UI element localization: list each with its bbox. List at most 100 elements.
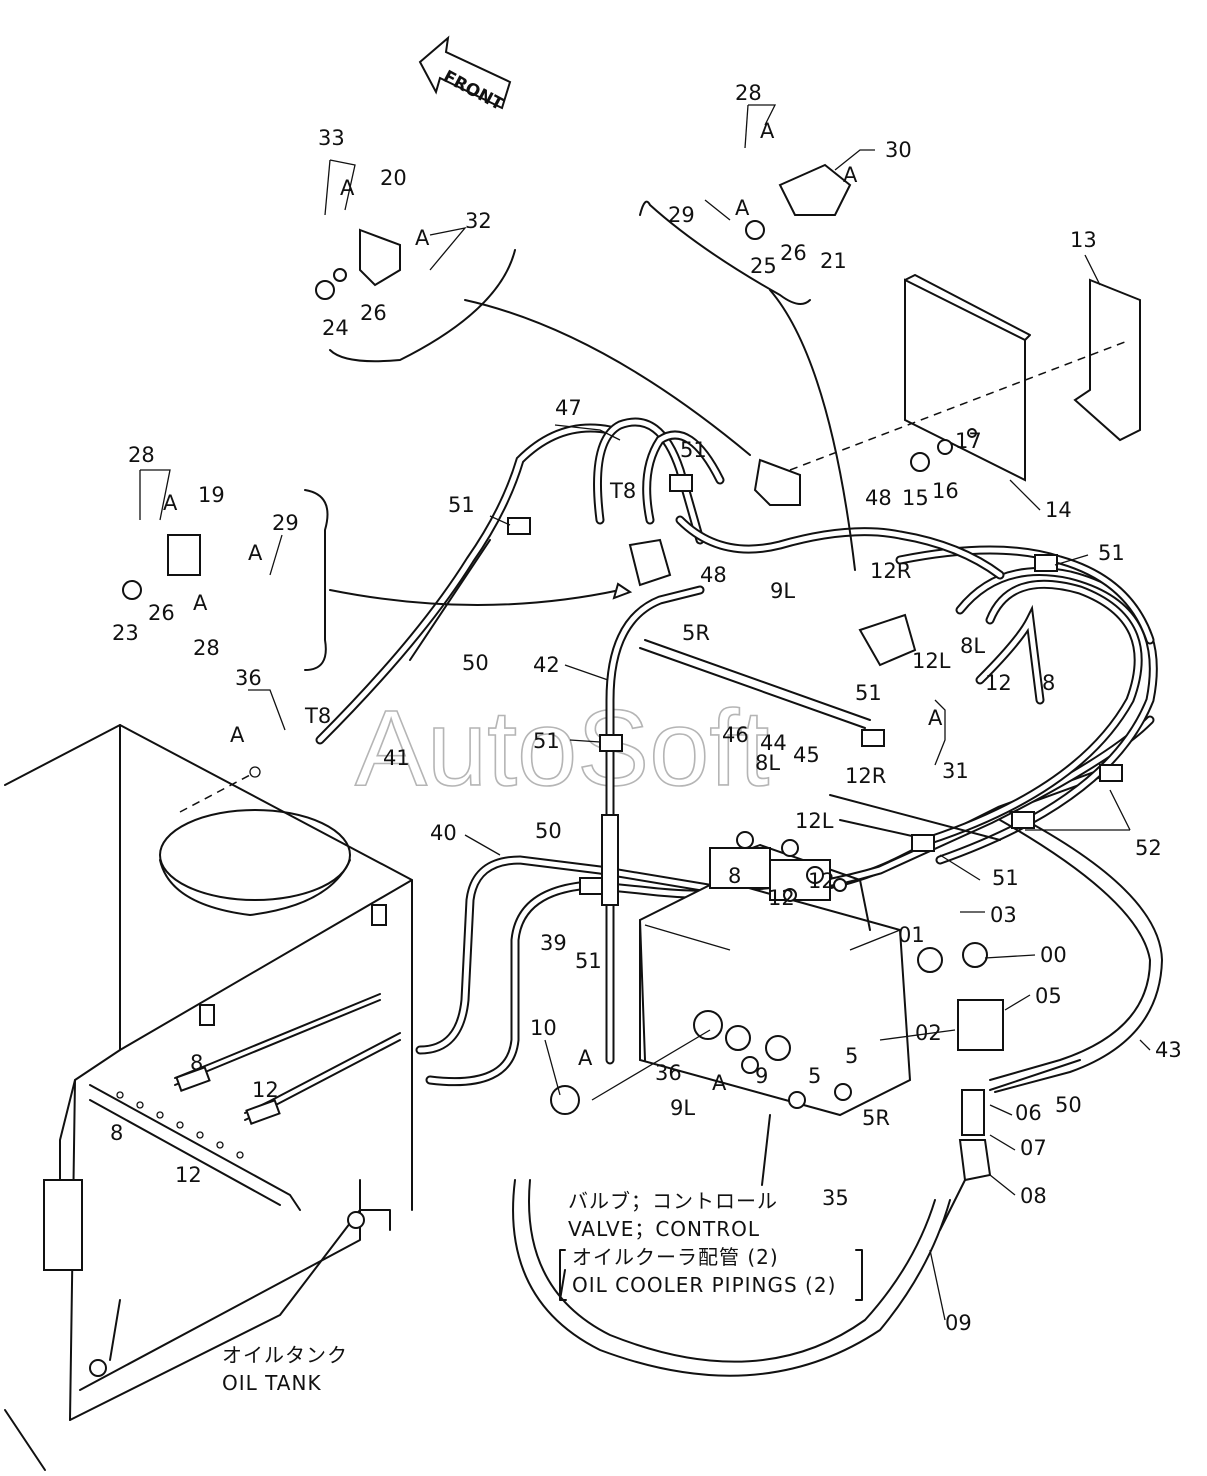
callout-36: 36 (655, 1061, 682, 1085)
callout-24: 24 (322, 316, 349, 340)
callout-26: 26 (780, 241, 807, 265)
callout-26: 26 (148, 601, 175, 625)
tank-caption-en: OIL TANK (222, 1371, 322, 1395)
leader-lines (139, 104, 1151, 1321)
callout-45: 45 (793, 743, 820, 767)
callout-5: 5 (845, 1044, 858, 1068)
callout-43: 43 (1155, 1038, 1182, 1062)
callout-05: 05 (1035, 984, 1062, 1008)
detail-outlines (304, 200, 966, 1301)
callout-46: 46 (722, 723, 749, 747)
callout-51: 51 (533, 729, 560, 753)
callout-08: 08 (1020, 1184, 1047, 1208)
oil-tank (4, 724, 413, 1471)
callout-9: 9 (755, 1064, 768, 1088)
callout-48: 48 (700, 563, 727, 587)
callout-30: 30 (885, 138, 912, 162)
callout-5r: 5R (682, 621, 710, 645)
spiral-guard (409, 539, 1081, 1091)
callout-25: 25 (750, 254, 777, 278)
callout-a: A (760, 119, 775, 143)
callout-06: 06 (1015, 1101, 1042, 1125)
callout-12: 12 (768, 886, 795, 910)
callout-29: 29 (668, 203, 695, 227)
callout-12r: 12R (845, 764, 886, 788)
callout-02: 02 (915, 1021, 942, 1045)
callout-8: 8 (1042, 671, 1055, 695)
callout-9l: 9L (670, 1096, 695, 1120)
callout-35: 35 (822, 1186, 849, 1210)
callout-a: A (163, 491, 178, 515)
watermark: AutoSoft (355, 687, 769, 808)
callout-51: 51 (448, 493, 475, 517)
callout-19: 19 (198, 483, 225, 507)
callout-a: A (843, 163, 858, 187)
callout-12l: 12L (912, 649, 951, 673)
callout-12: 12 (985, 671, 1012, 695)
callout-32: 32 (465, 209, 492, 233)
callout-5r: 5R (862, 1106, 890, 1130)
callout-39: 39 (540, 931, 567, 955)
callout-8: 8 (728, 864, 741, 888)
callout-28: 28 (193, 636, 220, 660)
callout-51: 51 (992, 866, 1019, 890)
callout-41: 41 (383, 746, 410, 770)
callout-t8: T8 (609, 479, 636, 503)
clamps (507, 474, 1123, 895)
callout-9l: 9L (770, 579, 795, 603)
callout-12: 12 (808, 869, 835, 893)
callout-a: A (230, 723, 245, 747)
callout-8l: 8L (960, 634, 985, 658)
captions: バルブ；コントロール VALVE；CONTROL オイルクーラ配管 (2) OI… (222, 1189, 836, 1395)
callout-8l: 8L (755, 751, 780, 775)
callout-labels: 28 A 30 A 29 A 26 25 21 33 A 20 A 32 24 … (110, 81, 1182, 1335)
callout-8: 8 (190, 1051, 203, 1075)
valve-caption-jp: バルブ；コントロール (568, 1189, 778, 1213)
callout-51: 51 (575, 949, 602, 973)
callout-28: 28 (735, 81, 762, 105)
callout-10: 10 (530, 1016, 557, 1040)
callout-12r: 12R (870, 559, 911, 583)
tank-fittings (174, 766, 401, 1125)
callout-51: 51 (855, 681, 882, 705)
callout-33: 33 (318, 126, 345, 150)
manifold-blocks (122, 163, 1004, 1182)
callout-50: 50 (535, 819, 562, 843)
callout-17: 17 (955, 429, 982, 453)
bracket-plates (789, 274, 1141, 482)
callout-a: A (248, 541, 263, 565)
callout-48: 48 (865, 486, 892, 510)
callout-51: 51 (680, 438, 707, 462)
callout-50: 50 (1055, 1093, 1082, 1117)
callout-51: 51 (1098, 541, 1125, 565)
callout-44: 44 (760, 731, 787, 755)
callout-00: 00 (1040, 943, 1067, 967)
callout-26: 26 (360, 301, 387, 325)
callout-42: 42 (533, 653, 560, 677)
hose-network (315, 417, 1163, 1377)
callout-23: 23 (112, 621, 139, 645)
callout-12: 12 (175, 1163, 202, 1187)
callout-28: 28 (128, 443, 155, 467)
callout-03: 03 (990, 903, 1017, 927)
tank-caption-jp: オイルタンク (222, 1343, 348, 1367)
callout-20: 20 (380, 166, 407, 190)
piping-caption-en: OIL COOLER PIPINGS (2) (572, 1273, 836, 1297)
callout-a: A (712, 1071, 727, 1095)
callout-t8: T8 (304, 704, 331, 728)
callout-13: 13 (1070, 228, 1097, 252)
callout-14: 14 (1045, 498, 1072, 522)
front-arrow: FRONT (418, 35, 512, 115)
callout-47: 47 (555, 396, 582, 420)
callout-a: A (193, 591, 208, 615)
callout-12: 12 (252, 1078, 279, 1102)
piping-caption-jp: オイルクーラ配管 (2) (572, 1245, 779, 1269)
callout-01: 01 (898, 923, 925, 947)
callout-12l: 12L (795, 809, 834, 833)
callout-8: 8 (110, 1121, 123, 1145)
callout-21: 21 (820, 249, 847, 273)
callout-a: A (928, 706, 943, 730)
callout-31: 31 (942, 759, 969, 783)
callout-52: 52 (1135, 836, 1162, 860)
